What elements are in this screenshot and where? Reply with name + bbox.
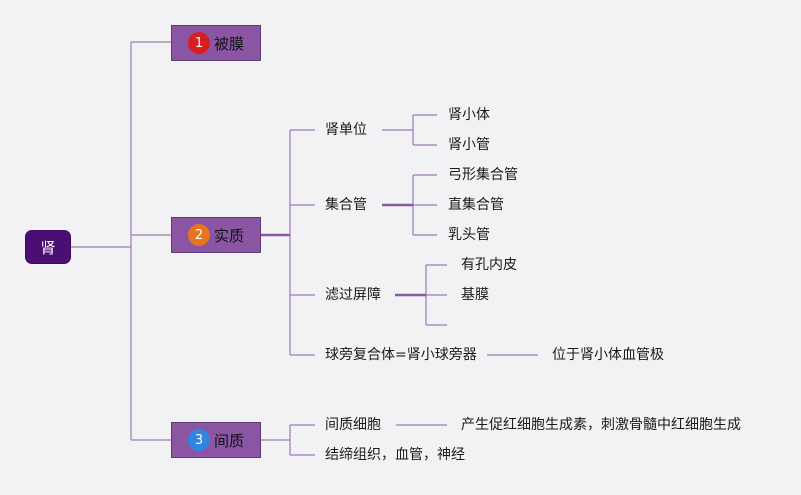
branch-label: 间质 <box>213 431 244 450</box>
number-badge-icon: 3 <box>187 429 210 451</box>
number-badge-icon: 1 <box>187 32 210 54</box>
node-connective-tissue[interactable]: 结缔组织，血管，神经 <box>325 447 465 463</box>
node-renal-corpuscle[interactable]: 肾小体 <box>448 107 490 123</box>
node-arched-collecting-duct[interactable]: 弓形集合管 <box>448 167 518 183</box>
root-node[interactable]: 肾 <box>25 230 71 264</box>
node-juxtaglomerular-complex[interactable]: 球旁复合体=肾小球旁器 <box>325 347 477 363</box>
branch-parenchyma[interactable]: 2 实质 <box>171 217 261 253</box>
node-papillary-duct[interactable]: 乳头管 <box>448 227 490 243</box>
branch-label: 被膜 <box>213 34 244 53</box>
root-label: 肾 <box>40 239 56 257</box>
node-interstitial-cells[interactable]: 间质细胞 <box>325 417 381 433</box>
branch-capsule[interactable]: 1 被膜 <box>171 25 261 61</box>
node-basement-membrane[interactable]: 基膜 <box>461 287 489 303</box>
node-collecting-duct[interactable]: 集合管 <box>325 197 367 213</box>
number-badge-icon: 2 <box>187 224 210 246</box>
branch-interstitium[interactable]: 3 间质 <box>171 422 261 458</box>
node-filtration-barrier[interactable]: 滤过屏障 <box>325 287 381 303</box>
node-fenestrated-endothelium[interactable]: 有孔内皮 <box>461 257 517 273</box>
node-nephron[interactable]: 肾单位 <box>325 122 367 138</box>
node-juxtaglomerular-note[interactable]: 位于肾小体血管极 <box>552 347 664 363</box>
node-renal-tubule[interactable]: 肾小管 <box>448 137 490 153</box>
node-interstitial-cells-note[interactable]: 产生促红细胞生成素，刺激骨髓中红细胞生成 <box>461 417 741 433</box>
branch-label: 实质 <box>213 226 244 245</box>
node-straight-collecting-duct[interactable]: 直集合管 <box>448 197 504 213</box>
